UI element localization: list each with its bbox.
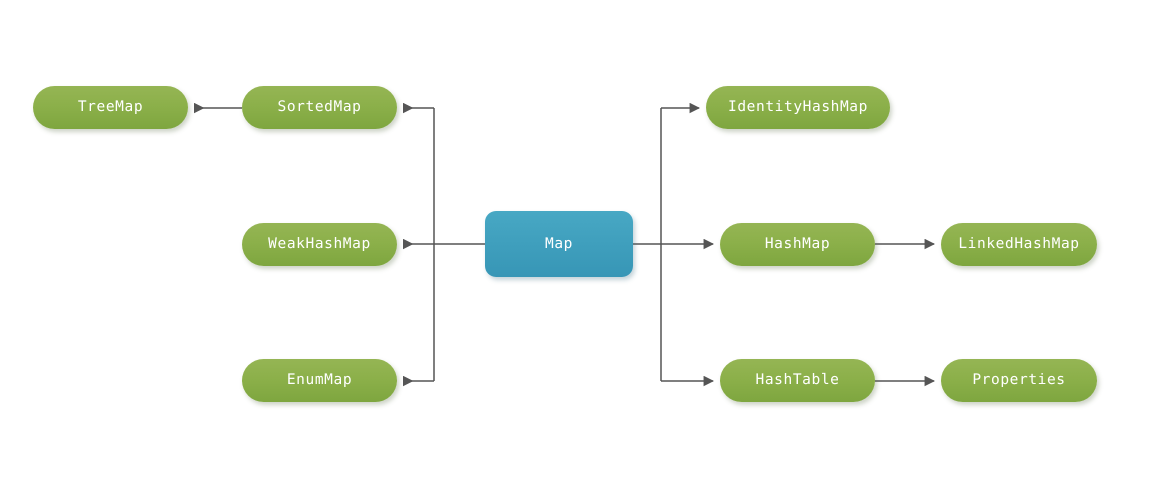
node-properties-label: Properties: [972, 372, 1066, 389]
node-hashmap-label: HashMap: [764, 236, 831, 253]
node-hashmap[interactable]: HashMap: [720, 223, 875, 266]
node-map-label: Map: [545, 235, 573, 252]
node-weakhashmap[interactable]: WeakHashMap: [242, 223, 397, 266]
node-linkedhashmap-label: LinkedHashMap: [958, 236, 1080, 253]
node-linkedhashmap[interactable]: LinkedHashMap: [941, 223, 1097, 266]
node-hashtable-label: HashTable: [755, 372, 840, 389]
node-enummap-label: EnumMap: [286, 372, 353, 389]
node-properties[interactable]: Properties: [941, 359, 1097, 402]
node-hashtable[interactable]: HashTable: [720, 359, 875, 402]
node-weakhashmap-label: WeakHashMap: [268, 236, 371, 253]
node-map[interactable]: Map: [485, 211, 633, 277]
node-identityhashmap[interactable]: IdentityHashMap: [706, 86, 890, 129]
node-sortedmap[interactable]: SortedMap: [242, 86, 397, 129]
node-enummap[interactable]: EnumMap: [242, 359, 397, 402]
node-treemap-label: TreeMap: [77, 99, 144, 116]
node-identityhashmap-label: IdentityHashMap: [728, 99, 868, 116]
node-sortedmap-label: SortedMap: [277, 99, 362, 116]
node-treemap[interactable]: TreeMap: [33, 86, 188, 129]
